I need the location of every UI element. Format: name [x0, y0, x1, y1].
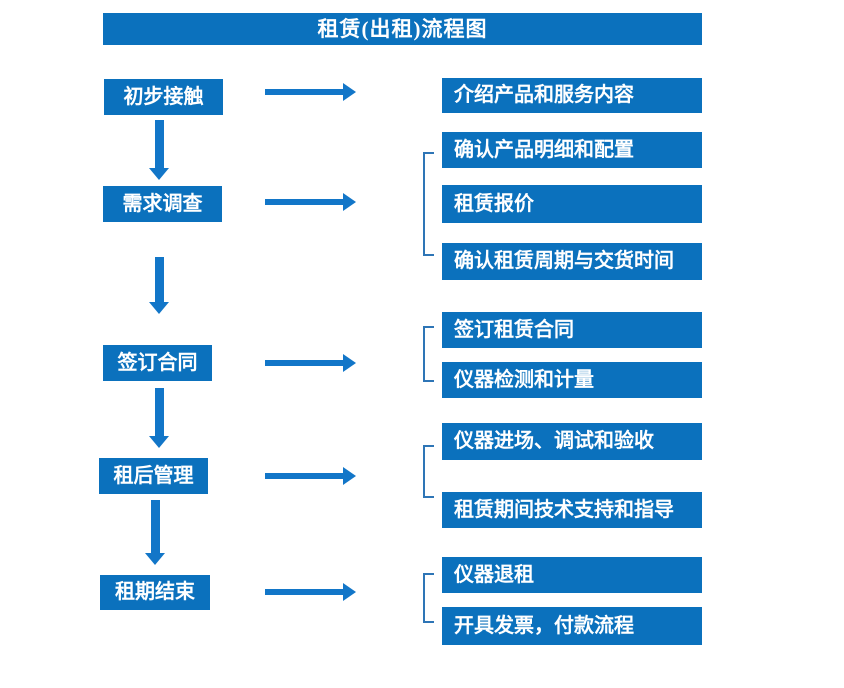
down-arrow-head [149, 168, 169, 180]
stage-box-post-rental-management: 租后管理 [99, 458, 208, 494]
group-bracket-demand-survey [423, 152, 434, 256]
down-arrow-shaft [154, 257, 164, 302]
stage-box-initial-contact: 初步接触 [104, 79, 223, 115]
down-arrow-head [149, 302, 169, 314]
right-arrow-head [343, 83, 356, 101]
right-arrow-2 [265, 193, 356, 211]
down-arrow-shaft [154, 120, 164, 168]
right-arrow-head [343, 583, 356, 601]
right-arrow-5 [265, 583, 356, 601]
right-arrow-head [343, 467, 356, 485]
down-arrow-head [145, 553, 165, 565]
down-arrow-head [149, 436, 169, 448]
detail-box-rental-quotation: 租赁报价 [442, 185, 702, 223]
down-arrow-3 [148, 388, 170, 448]
right-arrow-head [343, 354, 356, 372]
detail-box-technical-support: 租赁期间技术支持和指导 [442, 492, 702, 528]
right-arrow-head [343, 193, 356, 211]
down-arrow-shaft [154, 388, 164, 436]
detail-box-instrument-inspection: 仪器检测和计量 [442, 362, 702, 398]
down-arrow-4 [144, 500, 166, 565]
right-arrow-shaft [265, 89, 343, 95]
right-arrow-shaft [265, 589, 343, 595]
right-arrow-3 [265, 354, 356, 372]
down-arrow-1 [148, 120, 170, 180]
detail-box-sign-rental-contract: 签订租赁合同 [442, 312, 702, 348]
group-bracket-post-rental [423, 445, 434, 498]
detail-box-invoice-payment: 开具发票，付款流程 [442, 607, 702, 645]
group-bracket-sign-contract [423, 326, 434, 382]
right-arrow-1 [265, 83, 356, 101]
stage-box-rental-end: 租期结束 [100, 575, 210, 610]
stage-box-sign-contract: 签订合同 [103, 345, 212, 381]
right-arrow-shaft [265, 360, 343, 366]
detail-box-confirm-product-config: 确认产品明细和配置 [442, 132, 702, 168]
stage-box-demand-survey: 需求调查 [103, 186, 222, 222]
down-arrow-shaft [150, 500, 160, 553]
flowchart-title: 租赁(出租)流程图 [103, 13, 702, 45]
detail-box-confirm-period-delivery: 确认租赁周期与交货时间 [442, 243, 702, 280]
right-arrow-shaft [265, 473, 343, 479]
detail-box-instrument-setup-acceptance: 仪器进场、调试和验收 [442, 423, 702, 460]
right-arrow-shaft [265, 199, 343, 205]
group-bracket-rental-end [423, 573, 434, 623]
right-arrow-4 [265, 467, 356, 485]
down-arrow-2 [148, 257, 170, 314]
detail-box-instrument-return: 仪器退租 [442, 557, 702, 593]
detail-box-introduce-products: 介绍产品和服务内容 [442, 78, 702, 113]
